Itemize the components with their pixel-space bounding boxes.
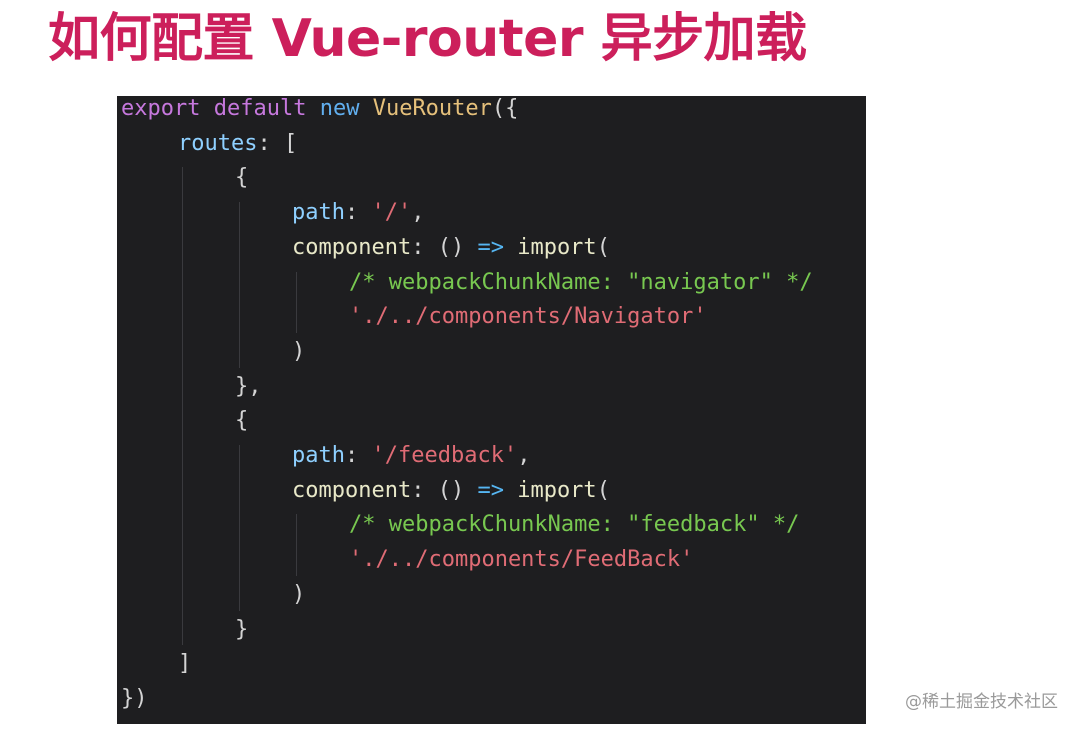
code-token — [200, 96, 213, 121]
code-line: component: () => import( — [292, 476, 610, 506]
code-token: } — [235, 616, 249, 642]
code-line: path: '/', — [292, 198, 424, 228]
code-token: ( — [596, 234, 610, 260]
code-line: component: () => import( — [292, 233, 610, 263]
code-token: : — [344, 443, 372, 468]
code-token: default — [213, 96, 307, 121]
code-token — [504, 478, 517, 503]
code-token: ) — [292, 581, 306, 607]
code-token: new — [319, 96, 360, 121]
code-token: { — [235, 408, 249, 434]
code-token: => — [477, 477, 504, 503]
code-token: : — [344, 200, 372, 226]
code-line: /* webpackChunkName: "feedback" */ — [349, 510, 799, 540]
code-token: }, — [235, 373, 262, 399]
code-token: ) — [292, 338, 306, 364]
code-line: /* webpackChunkName: "navigator" */ — [349, 268, 813, 298]
code-token — [306, 96, 319, 121]
code-token: : [ — [257, 130, 298, 156]
code-token: component — [292, 234, 412, 260]
indent-guide — [296, 514, 297, 576]
indent-guide — [296, 271, 297, 333]
code-token: : () — [411, 234, 478, 260]
code-token: '/feedback' — [371, 443, 518, 468]
code-token: component — [292, 477, 412, 503]
code-token: }) — [121, 685, 148, 711]
code-line: { — [235, 163, 248, 193]
code-token — [359, 96, 372, 121]
code-token: => — [477, 234, 504, 260]
code-token: /* webpackChunkName: "feedback" */ — [349, 512, 800, 538]
code-line: ] — [178, 649, 191, 679]
code-line: { — [235, 406, 248, 436]
code-line: export default new VueRouter({ — [121, 96, 518, 124]
code-token: routes — [178, 130, 258, 156]
code-token: import — [517, 477, 597, 503]
slide-title: 如何配置 Vue-router 异步加载 — [48, 9, 807, 69]
indent-guide — [239, 202, 240, 368]
code-token: path — [292, 443, 345, 468]
code-token: { — [235, 165, 249, 191]
code-line: './../components/FeedBack' — [349, 545, 693, 575]
code-panel: export default new VueRouter({routes: [{… — [117, 96, 866, 724]
code-token: path — [292, 200, 345, 226]
code-line: }) — [121, 684, 148, 714]
code-token: ({ — [491, 96, 519, 121]
code-token: '/' — [371, 200, 412, 226]
code-line: } — [235, 615, 248, 645]
code-line: ) — [292, 337, 305, 367]
indent-guide — [239, 445, 240, 611]
code-token: , — [517, 443, 531, 468]
code-line: './../components/Navigator' — [349, 302, 707, 332]
code-token: /* webpackChunkName: "navigator" */ — [349, 269, 813, 295]
code-token: ] — [178, 651, 192, 677]
watermark: @稀土掘金技术社区 — [905, 692, 1058, 712]
code-token — [504, 235, 517, 260]
code-line: routes: [ — [178, 129, 297, 159]
code-token: VueRouter — [372, 96, 492, 121]
code-line: ) — [292, 580, 305, 610]
indent-guide — [182, 167, 183, 646]
code-token: import — [517, 234, 597, 260]
code-line: }, — [235, 372, 262, 402]
code-line: path: '/feedback', — [292, 441, 530, 471]
code-token: './../components/Navigator' — [349, 304, 707, 330]
code-token: : () — [411, 477, 478, 503]
code-token: './../components/FeedBack' — [349, 547, 694, 573]
code-token: ( — [596, 477, 610, 503]
code-token: export — [121, 96, 201, 121]
code-lines: export default new VueRouter({routes: [{… — [121, 96, 866, 724]
code-token: , — [411, 200, 425, 226]
